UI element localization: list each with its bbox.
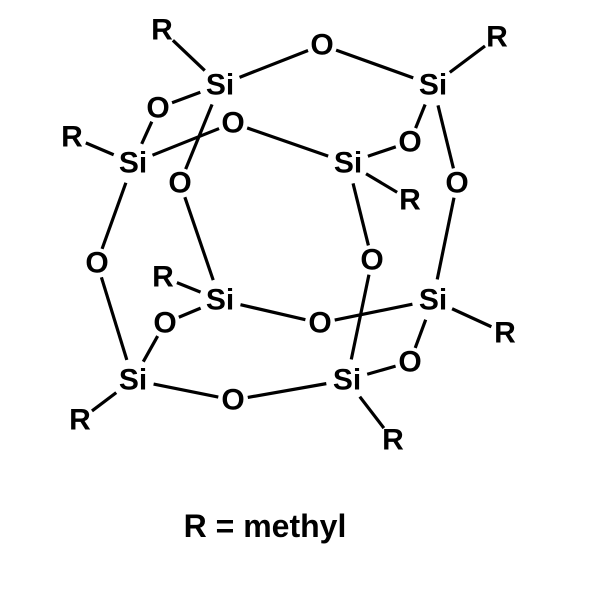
bond-si3-o7 [100, 182, 128, 250]
atom-o8: O [360, 244, 383, 277]
bond-si6-o11 [413, 319, 428, 349]
bond-o2-si3 [140, 120, 154, 145]
atom-r4: R [399, 184, 421, 217]
atom-r3: R [61, 121, 83, 154]
bond-si2-r2 [448, 44, 486, 74]
atom-o9: O [153, 307, 176, 340]
atom-o12: O [221, 384, 244, 417]
atom-o4: O [398, 126, 421, 159]
bond-si2-o6 [436, 105, 455, 169]
bond-si1-o1 [238, 48, 309, 79]
bond-si8-r8 [358, 395, 386, 430]
bond-si4-o4 [367, 145, 397, 158]
bond-o5-si5 [183, 196, 215, 281]
bond-o10-si6 [334, 302, 413, 322]
bond-si4-o8 [351, 183, 370, 246]
bonds [85, 39, 493, 430]
bond-o3-si4 [246, 126, 329, 158]
bond-o12-si8 [247, 382, 327, 399]
bond-si3-r3 [85, 141, 115, 157]
bond-si7-o12 [153, 382, 219, 399]
bond-o7-si7 [99, 276, 129, 361]
atom-si4: Si [334, 147, 362, 180]
atom-o1: O [310, 29, 333, 62]
atom-o5: O [168, 167, 191, 200]
bond-si3-o3 [151, 127, 220, 157]
bond-o11-si8 [366, 364, 397, 376]
bond-si6-r6 [451, 307, 493, 329]
caption-r-equals-methyl: R = methyl [183, 508, 347, 544]
atom-r1: R [151, 14, 173, 47]
atom-r7: R [69, 404, 91, 437]
atom-si8: Si [333, 364, 361, 397]
bond-si5-o9 [178, 306, 202, 319]
atom-si5: Si [206, 284, 234, 317]
bond-o4-si2 [414, 103, 427, 129]
bond-o8-si8 [349, 274, 371, 360]
atom-o6: O [445, 167, 468, 200]
bond-si4-r4 [365, 172, 398, 194]
atom-o10: O [308, 307, 331, 340]
bond-o1-si2 [335, 48, 414, 80]
bond-si5-o10 [240, 303, 306, 322]
atom-si2: Si [419, 69, 447, 102]
bond-o9-si7 [141, 335, 160, 363]
bond-o6-si6 [435, 197, 456, 280]
atom-si1: Si [206, 69, 234, 102]
bond-si1-o2 [171, 90, 201, 105]
bond-si1-r1 [171, 39, 206, 72]
atom-o3: O [221, 107, 244, 140]
atom-o2: O [146, 92, 169, 125]
atom-r6: R [494, 317, 516, 350]
atom-o7: O [85, 247, 108, 280]
atom-si6: Si [419, 284, 447, 317]
atom-si3: Si [119, 147, 147, 180]
bond-si5-r5 [176, 281, 202, 294]
atom-r5: R [152, 261, 174, 294]
bond-si7-r7 [91, 391, 118, 413]
atom-r2: R [486, 21, 508, 54]
atom-r8: R [382, 424, 404, 457]
atom-o11: O [398, 346, 421, 379]
atom-si7: Si [119, 364, 147, 397]
